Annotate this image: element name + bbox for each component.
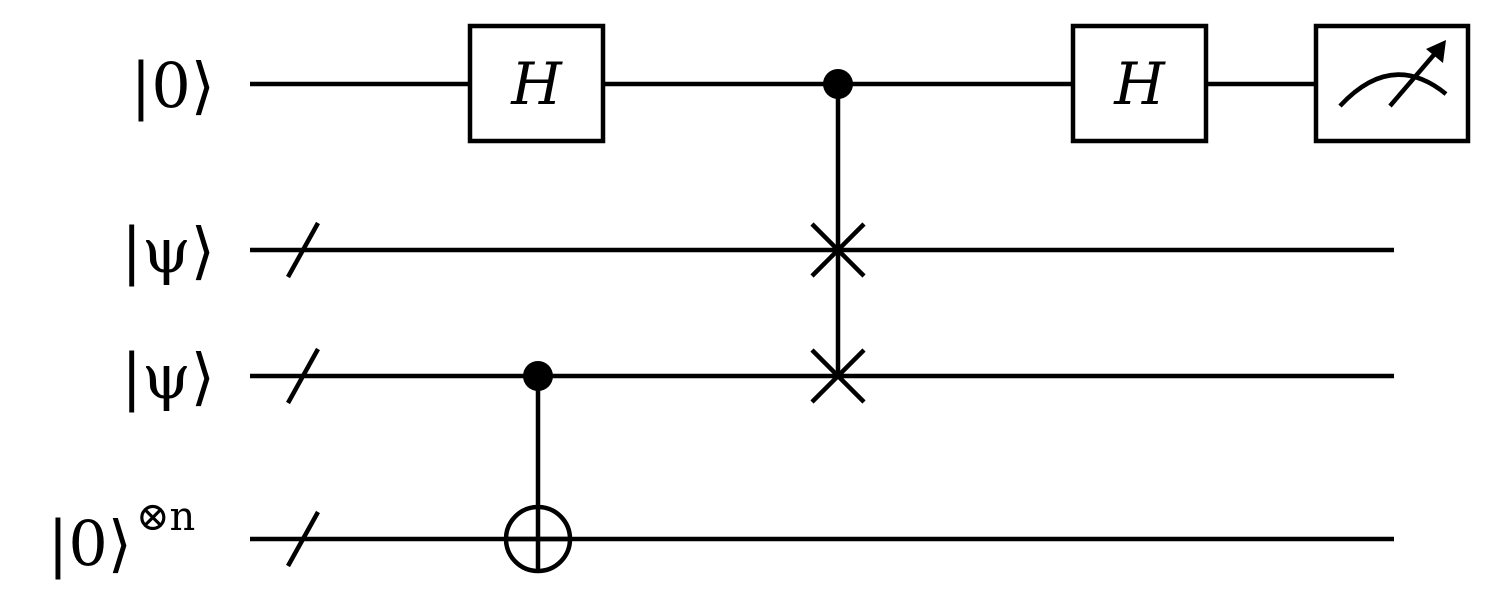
bundle-slash-1: [286, 221, 320, 279]
qubit-label-1: |ψ⟩: [121, 214, 215, 287]
hadamard-gate-1-label: H: [510, 50, 563, 118]
meter-arrowhead-icon: [1426, 40, 1446, 63]
cnot-control-dot: [523, 361, 553, 391]
qubit-label-2: |ψ⟩: [121, 340, 215, 413]
swap-cross-1: [810, 222, 866, 278]
qubit-label-3-superscript: ⊗n: [136, 494, 195, 540]
hadamard-gate-1: H: [467, 23, 606, 144]
qubit-label-3: |0⟩: [47, 507, 132, 580]
meter-icon: [1338, 72, 1448, 108]
controlled-swap-gate: [810, 69, 866, 404]
bundle-slash-3: [286, 510, 320, 568]
cswap-control-dot: [823, 69, 853, 99]
cnot-gate: [503, 361, 573, 574]
hadamard-gate-2: H: [1070, 23, 1209, 144]
meter-needle-icon: [1388, 48, 1440, 108]
qubit-label-0: |0⟩: [130, 49, 215, 122]
hadamard-gate-2-label: H: [1113, 50, 1166, 118]
swap-cross-2: [810, 348, 866, 404]
bundle-slash-2: [286, 347, 320, 405]
measurement-gate: [1313, 23, 1471, 144]
